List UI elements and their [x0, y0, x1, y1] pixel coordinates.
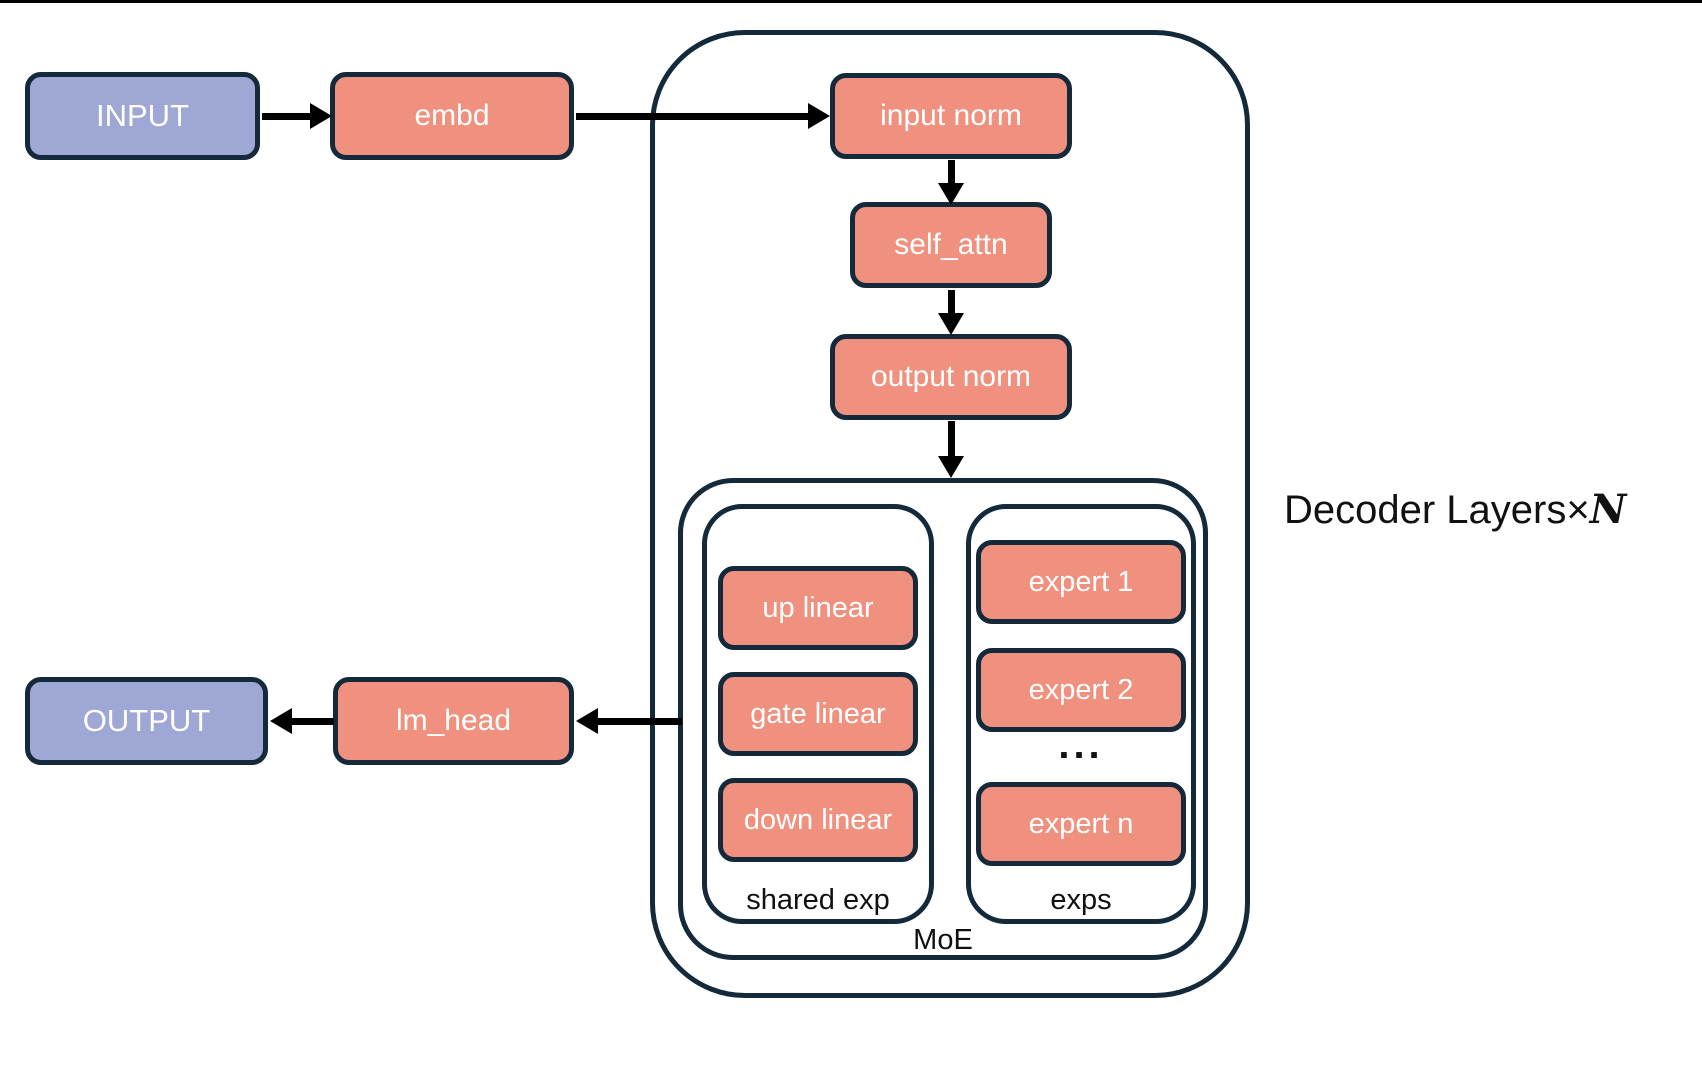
input-node: INPUT — [25, 72, 260, 160]
expert-1-node-label: expert 1 — [1028, 565, 1134, 598]
expert-2-node: expert 2 — [976, 648, 1186, 732]
decoder-layer-container — [650, 30, 1250, 998]
arrow-shaft — [948, 160, 955, 185]
exps-container — [966, 504, 1196, 924]
arrow-head-icon — [270, 708, 292, 734]
down-linear-node-label: down linear — [743, 803, 893, 836]
arrow-head-icon — [576, 708, 598, 734]
lm-head-node: lm_head — [333, 677, 574, 765]
arrow-output-norm-to-moe — [938, 421, 964, 478]
top-edge-line — [0, 0, 1702, 3]
gate-linear-node: gate linear — [718, 672, 918, 756]
expert-n-node: expert n — [976, 782, 1186, 866]
self-attn-node-label: self_attn — [894, 228, 1008, 261]
decoder-layers-label-n: N — [1589, 486, 1627, 533]
arrow-head-icon — [310, 103, 332, 129]
moe-label: MoE — [913, 924, 973, 956]
arrow-shaft — [262, 113, 314, 120]
arrow-shaft — [948, 290, 955, 315]
arrow-input-norm-to-self-attn — [938, 160, 964, 205]
arrow-shaft — [576, 113, 812, 120]
arrow-head-icon — [938, 313, 964, 335]
arrow-shaft — [948, 421, 955, 458]
gate-linear-node-label: gate linear — [750, 697, 886, 730]
down-linear-node: down linear — [718, 778, 918, 862]
output-node-label: OUTPUT — [82, 703, 211, 738]
arrow-self-attn-to-output-norm — [938, 290, 964, 335]
decoder-layers-label-text: Decoder Layers× — [1284, 488, 1590, 532]
arrow-head-icon — [808, 103, 830, 129]
self-attn-node: self_attn — [850, 202, 1052, 288]
shared-exp-container — [702, 504, 934, 924]
experts-ellipsis: ... — [1058, 723, 1104, 767]
embd-node-label: embd — [414, 99, 490, 132]
arrow-shaft — [290, 718, 334, 725]
lm-head-node-label: lm_head — [395, 704, 512, 737]
arrow-embd-to-input-norm — [576, 103, 830, 129]
shared-exp-label: shared exp — [746, 884, 890, 916]
arrow-lm-head-to-output — [270, 708, 334, 734]
output-norm-node: output norm — [830, 334, 1072, 420]
arrow-head-icon — [938, 183, 964, 205]
decoder-layers-label: Decoder Layers×N — [1284, 486, 1626, 533]
arrow-shaft — [596, 718, 682, 725]
input-norm-node: input norm — [830, 73, 1072, 159]
exps-label: exps — [1050, 884, 1112, 916]
expert-1-node: expert 1 — [976, 540, 1186, 624]
input-node-label: INPUT — [96, 98, 189, 133]
up-linear-node: up linear — [718, 566, 918, 650]
output-norm-node-label: output norm — [870, 360, 1032, 393]
arrow-input-to-embd — [262, 103, 332, 129]
arrow-head-icon — [938, 456, 964, 478]
input-norm-node-label: input norm — [880, 99, 1022, 132]
embd-node: embd — [330, 72, 574, 160]
output-node: OUTPUT — [25, 677, 268, 765]
expert-2-node-label: expert 2 — [1028, 673, 1134, 706]
expert-n-node-label: expert n — [1028, 807, 1134, 840]
arrow-moe-to-lm-head — [576, 708, 682, 734]
up-linear-node-label: up linear — [762, 591, 874, 624]
